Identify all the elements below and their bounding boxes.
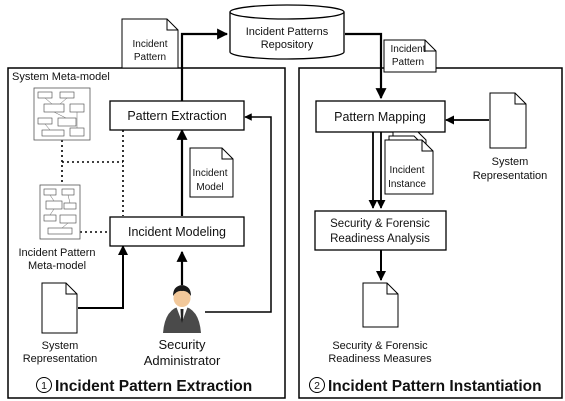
document-incident-model: Incident Model [189, 147, 234, 198]
readiness-analysis-line2: Readiness Analysis [330, 233, 430, 245]
pattern-extraction-label: Pattern Extraction [127, 109, 226, 123]
incident-model-line1: Incident [192, 168, 227, 179]
right-panel-title: Incident Pattern Instantiation [328, 378, 542, 395]
system-representation-left-line2: Representation [23, 353, 98, 365]
repository-label-line2: Repository [261, 39, 314, 51]
readiness-analysis-line1: Security & Forensic [330, 218, 430, 230]
document-incident-pattern-right: Incident Pattern [383, 39, 437, 73]
pattern-mapping-label: Pattern Mapping [334, 110, 426, 124]
security-administrator-line1: Security [159, 337, 206, 352]
incident-patterns-repository: Incident Patterns Repository [229, 4, 345, 60]
repository-label-line1: Incident Patterns [246, 26, 329, 38]
arrow-repository-to-mapping [345, 32, 387, 100]
incident-pattern-meta-model-line1: Incident Pattern [18, 247, 95, 259]
security-administrator-line2: Administrator [144, 353, 221, 368]
document-readiness-measures [362, 282, 399, 328]
system-meta-model-label: System Meta-model [12, 71, 110, 83]
step-2-circle [309, 377, 325, 393]
incident-modeling-box: Incident Modeling [109, 216, 245, 247]
step-1-circle [36, 377, 52, 393]
document-incident-instance-stack: Incident Instance [384, 131, 434, 195]
incident-pattern-right-line2: Pattern [392, 57, 424, 68]
incident-modeling-label: Incident Modeling [128, 225, 226, 239]
system-representation-left-line1: System [42, 340, 79, 352]
system-representation-right-line1: System [492, 156, 529, 168]
incident-model-line2: Model [196, 182, 223, 193]
document-incident-pattern-top: Incident Pattern [121, 18, 179, 69]
system-representation-right-line2: Representation [473, 170, 548, 182]
incident-pattern-top-line1: Incident [132, 39, 167, 50]
readiness-measures-line1: Security & Forensic [332, 340, 428, 352]
pattern-mapping-box: Pattern Mapping [315, 100, 446, 133]
incident-pattern-top-line2: Pattern [134, 52, 166, 63]
left-panel-title: Incident Pattern Extraction [55, 378, 252, 395]
incident-pattern-meta-model-thumbnail [39, 184, 81, 240]
readiness-analysis-box: Security & Forensic Readiness Analysis [314, 210, 447, 251]
incident-pattern-meta-model-line2: Meta-model [28, 260, 86, 272]
security-administrator-avatar [163, 285, 201, 333]
incident-instance-line2: Instance [388, 179, 426, 190]
arrow-sysrep-to-modeling [78, 245, 128, 309]
incident-instance-line1: Incident [389, 165, 424, 176]
arrow-extraction-to-repository [180, 28, 229, 104]
document-system-representation-left [41, 282, 78, 334]
document-system-representation-right [489, 92, 527, 149]
step-1-number: 1 [41, 380, 47, 392]
incident-pattern-right-line1: Incident [390, 44, 425, 55]
readiness-measures-line2: Readiness Measures [328, 353, 432, 365]
system-meta-model-thumbnail [33, 87, 91, 141]
pattern-extraction-box: Pattern Extraction [109, 100, 245, 131]
arrow-admin-to-extraction [205, 113, 272, 313]
step-2-number: 2 [314, 380, 320, 392]
